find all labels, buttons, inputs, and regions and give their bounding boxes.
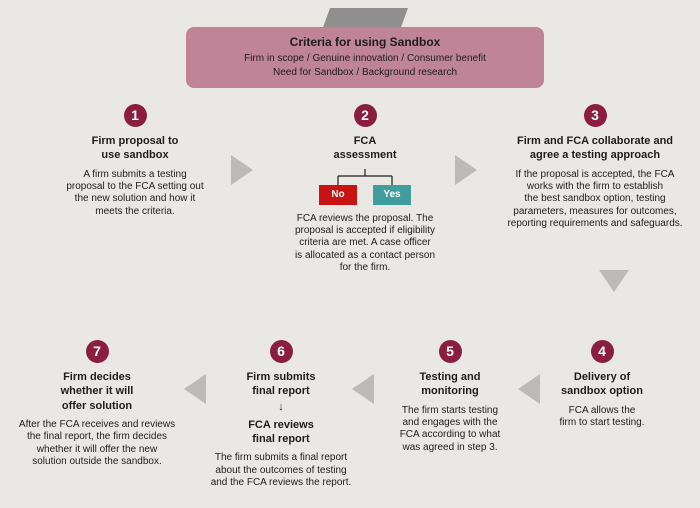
step-4: 4 Delivery of sandbox option FCA allows … — [527, 340, 677, 429]
down-arrow-icon: ↓ — [278, 400, 284, 413]
step-7-title: Firm decides whether it will offer solut… — [60, 371, 134, 412]
yes-box: Yes — [373, 184, 411, 205]
assessment-decision-branch: No Yes — [319, 168, 411, 205]
flow-arrow-right-icon — [455, 155, 477, 185]
no-box: No — [319, 184, 357, 205]
step-1-title: Firm proposal to use sandbox — [91, 135, 179, 162]
step-2-number-badge: 2 — [353, 104, 377, 127]
step-3-title: Firm and FCA collaborate and agree a tes… — [516, 135, 674, 162]
criteria-line-2: Need for Sandbox / Background research — [273, 66, 457, 78]
step-7-body: After the FCA receives and reviews the f… — [18, 418, 176, 468]
step-4-body: FCA allows the firm to start testing. — [559, 404, 645, 428]
flow-arrow-down-icon — [599, 270, 629, 292]
flow-arrow-left-icon — [184, 374, 206, 404]
step-3-body: If the proposal is accepted, the FCA wor… — [507, 168, 683, 230]
step-6-body: The firm submits a final report about th… — [210, 452, 352, 489]
criteria-banner: Criteria for using Sandbox Firm in scope… — [186, 27, 544, 88]
step-2-body: FCA reviews the proposal. The proposal i… — [294, 212, 436, 274]
step-1-number-badge: 1 — [123, 104, 147, 127]
step-5-body: The firm starts testing and engages with… — [399, 404, 501, 453]
flow-arrow-left-icon — [352, 374, 374, 404]
decision-boxes: No Yes — [319, 184, 411, 205]
branch-lines-icon — [337, 168, 393, 185]
step-5: 5 Testing and monitoring The firm starts… — [374, 340, 526, 454]
flow-arrow-left-icon — [518, 374, 540, 404]
step-6-title-review: FCA reviews final report — [248, 418, 314, 445]
step-5-number-badge: 5 — [438, 340, 462, 363]
flow-arrow-right-icon — [231, 155, 253, 185]
criteria-title: Criteria for using Sandbox — [289, 35, 441, 49]
step-3: 3 Firm and FCA collaborate and agree a t… — [500, 104, 690, 231]
step-3-number-badge: 3 — [583, 104, 607, 127]
step-7-number-badge: 7 — [85, 340, 109, 363]
step-1: 1 Firm proposal to use sandbox A firm su… — [55, 104, 215, 218]
step-6-title-submit: Firm submits final report — [246, 371, 316, 398]
step-4-number-badge: 4 — [590, 340, 614, 363]
step-4-title: Delivery of sandbox option — [561, 371, 643, 398]
step-2-title: FCA assessment — [333, 135, 397, 162]
step-7: 7 Firm decides whether it will offer sol… — [12, 340, 182, 468]
criteria-line-1: Firm in scope / Genuine innovation / Con… — [244, 53, 486, 64]
step-2: 2 FCA assessment No Yes FCA reviews the … — [280, 104, 450, 275]
step-1-body: A firm submits a testing proposal to the… — [66, 168, 204, 217]
step-6-number-badge: 6 — [269, 340, 293, 363]
step-6: 6 Firm submits final report ↓ FCA review… — [196, 340, 366, 489]
step-5-title: Testing and monitoring — [419, 371, 481, 398]
